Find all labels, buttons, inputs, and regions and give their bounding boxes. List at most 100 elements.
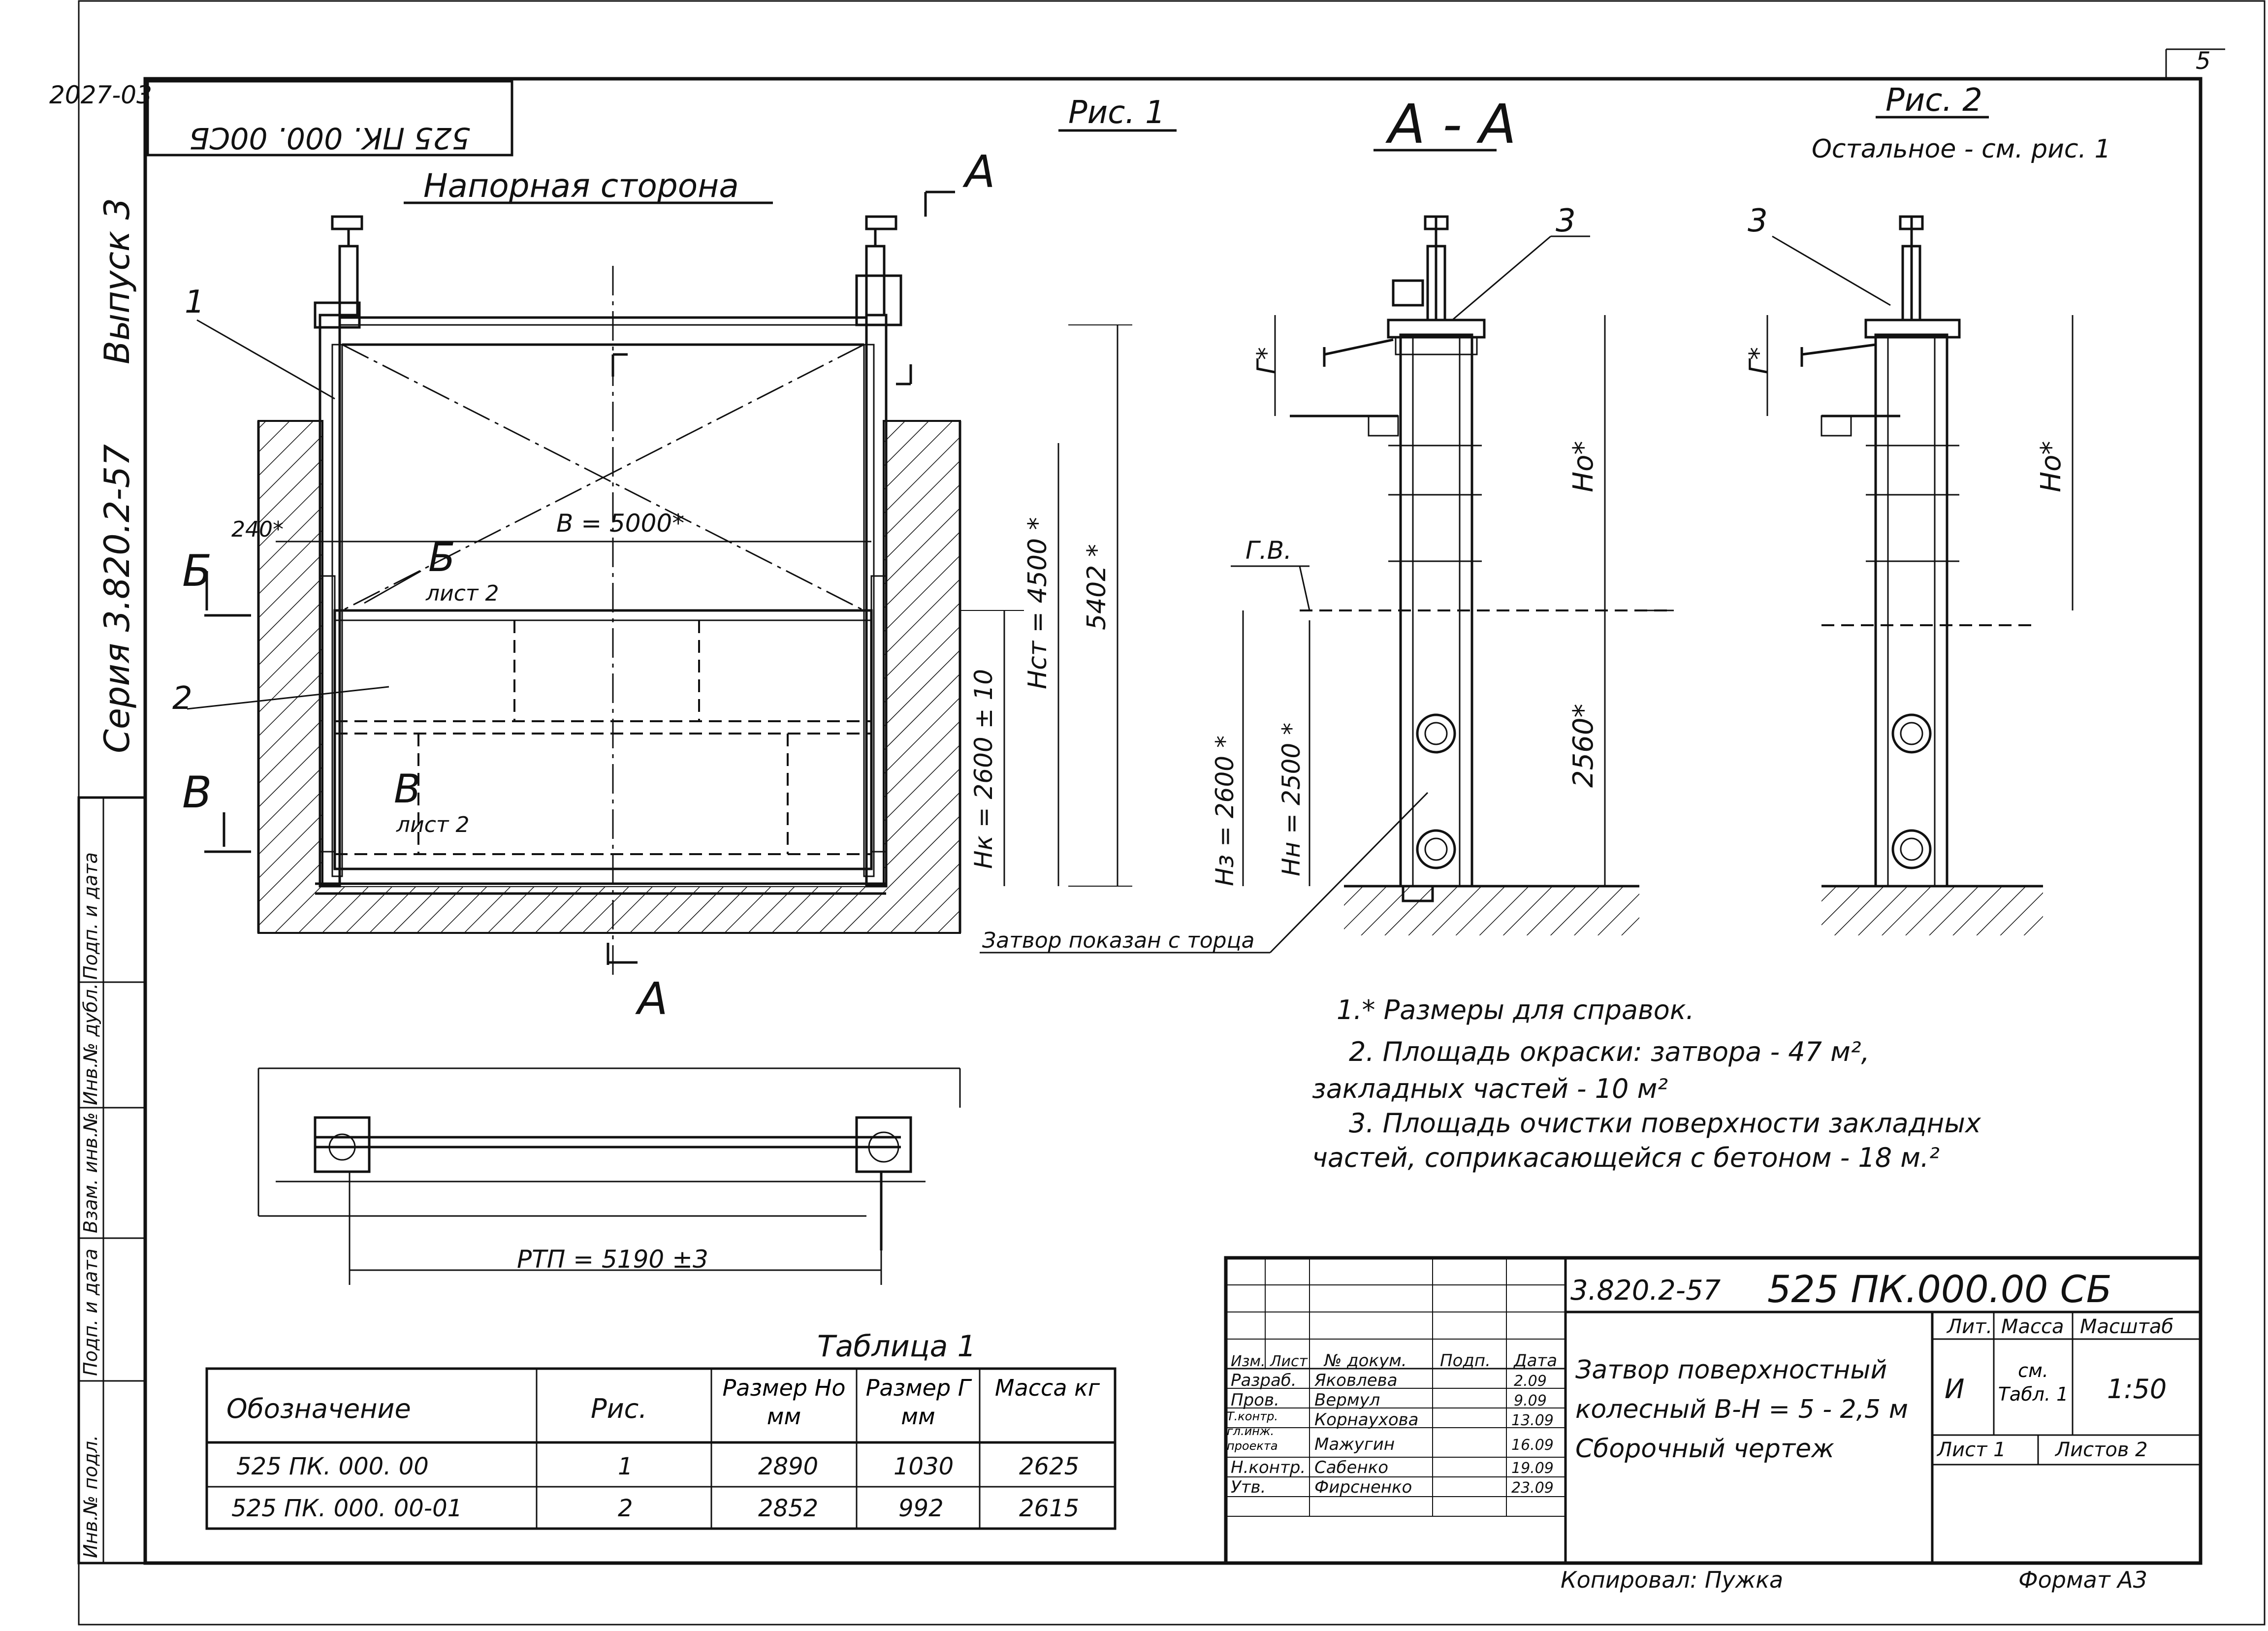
table1-cell: 1: [618, 1453, 633, 1480]
sheet-number: 5: [2196, 47, 2211, 75]
format-label: Формат А3: [2018, 1567, 2147, 1593]
callout-3-fig2: 3: [1748, 203, 1768, 239]
signature-role: Н.контр.: [1231, 1458, 1306, 1477]
table1-cell: 1030: [894, 1453, 954, 1480]
table1-cell: 992: [898, 1495, 944, 1522]
issue-label: Выпуск 3: [97, 198, 137, 364]
mass-value: см. Табл. 1: [1998, 1360, 2069, 1405]
dim-hk: Нк = 2600 ± 10: [969, 669, 998, 869]
signature-row: Утв. Фирсненко 23.09: [1231, 1477, 1554, 1497]
stamp-header-3: Подп.: [1440, 1351, 1491, 1371]
dim-ho-fig2: Но*: [2035, 441, 2067, 492]
table1-cell: 525 ПК. 000. 00: [236, 1453, 429, 1480]
archive-number: 2027-03: [49, 81, 152, 109]
signature-name: Фирсненко: [1314, 1477, 1412, 1497]
sheet-ref-b: лист 2: [425, 581, 499, 606]
signature-row: Т.контр. гл.инж. проекта Корнаухова 13.0…: [1227, 1409, 1554, 1453]
doc-code: 525 ПК.000.00 СБ: [1767, 1267, 2112, 1311]
signature-name: Яковлева: [1314, 1371, 1398, 1390]
fig1-side-label: Напорная сторона: [423, 167, 739, 205]
table1-cell: 525 ПК. 000. 00-01: [231, 1495, 462, 1522]
dim-hst: Нст = 4500 *: [1023, 517, 1053, 689]
stamp-header-2: № докум.: [1323, 1351, 1407, 1371]
note-3a: 3. Площадь очистки поверхности закладных: [1349, 1108, 1981, 1139]
section-aa-view: А - А Г.В. Г* Но*: [980, 93, 1674, 954]
col-mass: Масса: [2001, 1315, 2064, 1338]
dim-hn: Нн = 2500 *: [1277, 723, 1306, 876]
col-scale: Масштаб: [2080, 1315, 2173, 1338]
signature-row: Мажугин 16.09: [1314, 1435, 1554, 1454]
dim-hz: Нз = 2600 *: [1211, 736, 1239, 886]
side-column-1: Подп. и дата: [80, 852, 101, 980]
side-column-3: Взам. инв.№: [80, 1112, 101, 1233]
water-level-label: Г.В.: [1246, 536, 1292, 565]
end-view-note: Затвор показан с торца: [982, 928, 1254, 953]
signature-date: 16.09: [1511, 1437, 1554, 1454]
sheet-ref-v: лист 2: [396, 812, 470, 837]
title-line-1: Затвор поверхностный: [1575, 1355, 1887, 1385]
plan-view: РТП = 5190 ±3: [257, 1067, 961, 1285]
dim-width: В = 5000*: [556, 509, 684, 538]
copied-by: Копировал: Пужка: [1561, 1567, 1783, 1593]
notes-block: 1.* Размеры для справок. 2. Площадь окра…: [1312, 994, 1981, 1173]
section-a-bottom: А: [635, 973, 668, 1025]
table1-cell: 2852: [758, 1495, 818, 1522]
table1-header-3: Размер Г мм: [865, 1375, 971, 1430]
lit-value: И: [1945, 1374, 1964, 1405]
table1-header-0: Обозначение: [226, 1393, 411, 1424]
fig1-title: Рис. 1: [1068, 95, 1165, 131]
dim-2560: 2560*: [1567, 704, 1599, 788]
signature-date: 9.09: [1514, 1392, 1547, 1409]
table1-cell: 2615: [1019, 1495, 1079, 1522]
signature-row: Н.контр. Сабенко 19.09: [1231, 1458, 1554, 1477]
table1-caption: Таблица 1: [817, 1329, 976, 1364]
section-aa-title: А - А: [1385, 93, 1516, 156]
signature-name: Мажугин: [1314, 1435, 1395, 1454]
table1-row-1: 525 ПК. 000. 00 1 2890 1030 2625: [236, 1453, 1079, 1480]
stamp-code-box: [146, 80, 513, 157]
scale-value: 1:50: [2107, 1374, 2167, 1405]
table1-cell: 2890: [758, 1453, 818, 1480]
section-v-right: В: [394, 766, 421, 812]
table1-row-2: 525 ПК. 000. 00-01 2 2852 992 2615: [231, 1495, 1079, 1522]
title-line-3: Сборочный чертеж: [1575, 1434, 1834, 1464]
note-1: 1.* Размеры для справок.: [1337, 994, 1694, 1025]
table1-header-4: Масса кг: [994, 1375, 1100, 1401]
series-code: 3.820.2-57: [1570, 1275, 1721, 1307]
signature-date: 23.09: [1511, 1479, 1554, 1497]
table1-header-2: Размер Но мм: [722, 1375, 846, 1430]
callout-1: 1: [185, 284, 205, 320]
dim-g-fig2: Г*: [1744, 347, 1774, 374]
side-column-5: Инв.№ подл.: [80, 1435, 101, 1558]
col-lit: Лит.: [1946, 1315, 1992, 1338]
callout-3-aa: 3: [1556, 203, 1576, 239]
sheets-label: Листов 2: [2054, 1439, 2148, 1461]
fig1-front-view: Рис. 1 Напорная сторона: [172, 95, 1177, 1025]
fig2-subtitle: Остальное - см. рис. 1: [1812, 134, 2111, 164]
fig2-view: Рис. 2 Остальное - см. рис. 1 Г* Но* 3: [1744, 82, 2111, 935]
dim-240: 240*: [231, 517, 284, 542]
signature-name: Вермул: [1314, 1390, 1380, 1410]
table1-cell: 2: [618, 1495, 633, 1522]
signature-name: Сабенко: [1314, 1458, 1388, 1477]
callout-2: 2: [172, 680, 192, 717]
signature-date: 19.09: [1511, 1460, 1554, 1477]
stamp-header-4: Дата: [1513, 1351, 1557, 1371]
section-a-top: А: [962, 146, 995, 198]
note-2b: закладных частей - 10 м²: [1312, 1073, 1668, 1104]
signature-name: Корнаухова: [1314, 1410, 1419, 1430]
dim-5402: 5402 *: [1082, 544, 1112, 630]
dim-g-aa: Г*: [1252, 347, 1281, 374]
signature-role: Т.контр. гл.инж. проекта: [1227, 1409, 1278, 1453]
note-2a: 2. Площадь окраски: затвора - 47 м²,: [1349, 1036, 1870, 1067]
signature-date: 2.09: [1514, 1373, 1547, 1390]
signature-role: Утв.: [1231, 1477, 1266, 1497]
fig2-title: Рис. 2: [1885, 82, 1982, 119]
section-v-left: В: [182, 767, 212, 818]
stamp-header-1: Лист: [1270, 1353, 1309, 1370]
stamp-header-0: Изм.: [1231, 1353, 1266, 1370]
series-label: Серия 3.820.2-57: [97, 444, 137, 753]
left-stamp-columns: Подп. и дата Инв.№ дубл. Взам. инв.№ Под…: [77, 796, 147, 1565]
signature-role: Разраб.: [1231, 1371, 1297, 1390]
